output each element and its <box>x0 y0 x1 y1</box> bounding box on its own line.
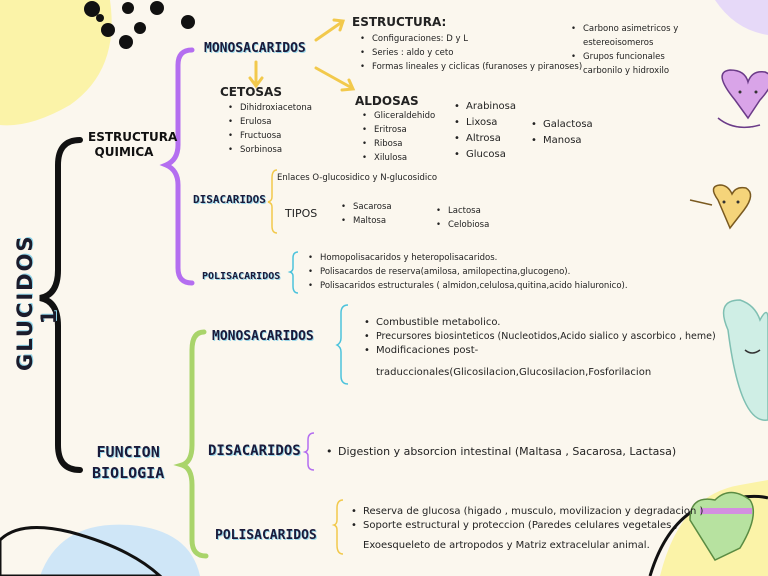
funcion-brace <box>173 329 209 559</box>
list-item: Modificaciones post- <box>364 344 716 358</box>
list-item: Manosa <box>531 133 593 149</box>
tipos-col2: Lactosa Celobiosa <box>436 204 489 232</box>
list-item: Combustible metabolico. <box>364 316 716 330</box>
list-item: Eritrosa <box>362 123 435 137</box>
heart-character-purple <box>717 69 768 129</box>
heart-character-yellow <box>689 184 752 230</box>
fpoli-bracket <box>331 499 344 555</box>
tipos-label: TIPOS <box>285 207 318 220</box>
estructura-brace <box>159 47 195 286</box>
cetosas-title: CETOSAS <box>220 85 282 99</box>
yellow-blob <box>0 0 112 126</box>
estructura-quimica-title: ESTRUCTURA QUIMICA <box>88 130 178 160</box>
list-item: Ribosa <box>362 137 435 151</box>
poli-bracket <box>287 251 299 294</box>
list-item: Digestion y absorcion intestinal (Maltas… <box>326 444 676 460</box>
aldosas-title: ALDOSAS <box>355 94 419 108</box>
aldosas-col2: Arabinosa Lixosa Altrosa Glucosa <box>454 99 516 163</box>
list-item: Configuraciones: D y L <box>360 32 582 46</box>
estructura-di-label: DISACARIDOS <box>193 193 266 206</box>
list-item: Carbono asimetricos y estereoisomeros <box>571 22 691 50</box>
arrow-to-aldosas <box>314 66 354 90</box>
heart-character-green <box>689 491 755 561</box>
arrows <box>248 18 356 92</box>
list-item: Grupos funcionales carbonilo y hidroxilo <box>571 50 691 78</box>
estructura-poli-label: POLISACARIDOS <box>202 271 281 282</box>
funcion-mono-label: MONOSACARIDOS <box>212 329 314 344</box>
funcion-mono-list: Combustible metabolico. Precursores bios… <box>364 316 716 358</box>
extra-list: Carbono asimetricos y estereoisomeros Gr… <box>571 22 691 78</box>
tipos-col1: Sacarosa Maltosa <box>341 200 392 228</box>
list-item: Arabinosa <box>454 99 516 115</box>
list-item: Lactosa <box>436 204 489 218</box>
list-item: Xilulosa <box>362 151 435 165</box>
funcion-poli-label: POLISACARIDOS <box>215 528 317 543</box>
list-item: Polisacaridos estructurales ( almidon,ce… <box>308 279 628 293</box>
estructura-mono-label: MONOSACARIDOS <box>204 41 306 56</box>
funcion-biologia-title: FUNCION BIOLOGIA <box>92 442 164 484</box>
main-brace <box>39 137 83 473</box>
list-item: Altrosa <box>454 131 516 147</box>
list-item: Sorbinosa <box>228 143 312 157</box>
list-item: Fructuosa <box>228 129 312 143</box>
heart-character-teal <box>722 299 768 421</box>
list-item: Lixosa <box>454 115 516 131</box>
estructura-list: Configuraciones: D y L Series : aldo y c… <box>360 32 582 74</box>
purple-blob-top-right <box>715 0 768 35</box>
funcion-title-line2: BIOLOGIA <box>92 464 165 482</box>
main-title: GLUCIDOS 1 <box>13 234 61 371</box>
list-item: Polisacardos de reserva(amilosa, amilope… <box>308 265 628 279</box>
list-item: Dihidroxiacetona <box>228 101 312 115</box>
list-item: Formas lineales y ciclicas (furanoses y … <box>360 60 582 74</box>
arrow-to-estructura <box>314 20 344 42</box>
estructura-title-line2: QUIMICA <box>94 145 154 159</box>
funcion-poli-list: Reserva de glucosa (higado , musculo, mo… <box>351 505 703 533</box>
list-item: Maltosa <box>341 214 392 228</box>
black-wave-bottom-left <box>0 526 163 576</box>
list-item: Precursores biosinteticos (Nucleotidos,A… <box>364 330 716 344</box>
list-item: Glucosa <box>454 147 516 163</box>
enlaces-text: Enlaces O-glucosidico y N-glucosidico <box>277 173 438 183</box>
cetosas-list: Dihidroxiacetona Erulosa Fructuosa Sorbi… <box>228 101 312 157</box>
list-item: Erulosa <box>228 115 312 129</box>
estructura-poli-list: Homopolisacaridos y heteropolisacaridos.… <box>308 251 628 293</box>
funcion-mono-item3-cont: traduccionales(Glicosilacion,Glucosilaci… <box>376 367 652 378</box>
list-item: Soporte estructural y proteccion (Parede… <box>351 519 703 533</box>
list-item: Sacarosa <box>341 200 392 214</box>
fdi-bracket <box>302 432 315 471</box>
list-item: Homopolisacaridos y heteropolisacaridos. <box>308 251 628 265</box>
estructura-subtitle: ESTRUCTURA: <box>352 15 447 29</box>
list-item: Series : aldo y ceto <box>360 46 582 60</box>
funcion-title-line1: FUNCION <box>96 443 160 461</box>
fmono-bracket <box>335 304 349 385</box>
list-item: Reserva de glucosa (higado , musculo, mo… <box>351 505 703 519</box>
aldosas-col1: Gliceraldehido Eritrosa Ribosa Xilulosa <box>362 109 435 165</box>
list-item: Celobiosa <box>436 218 489 232</box>
funcion-di-label: DISACARIDOS <box>208 443 301 459</box>
black-dots <box>84 1 195 49</box>
di-bracket <box>267 169 278 234</box>
estructura-title-line1: ESTRUCTURA <box>88 130 178 144</box>
funcion-poli-item2-cont: Exoesqueleto de artropodos y Matriz extr… <box>363 540 650 551</box>
list-item: Gliceraldehido <box>362 109 435 123</box>
list-item: Galactosa <box>531 117 593 133</box>
funcion-di-list: Digestion y absorcion intestinal (Maltas… <box>326 444 676 460</box>
aldosas-col3: Galactosa Manosa <box>531 117 593 149</box>
